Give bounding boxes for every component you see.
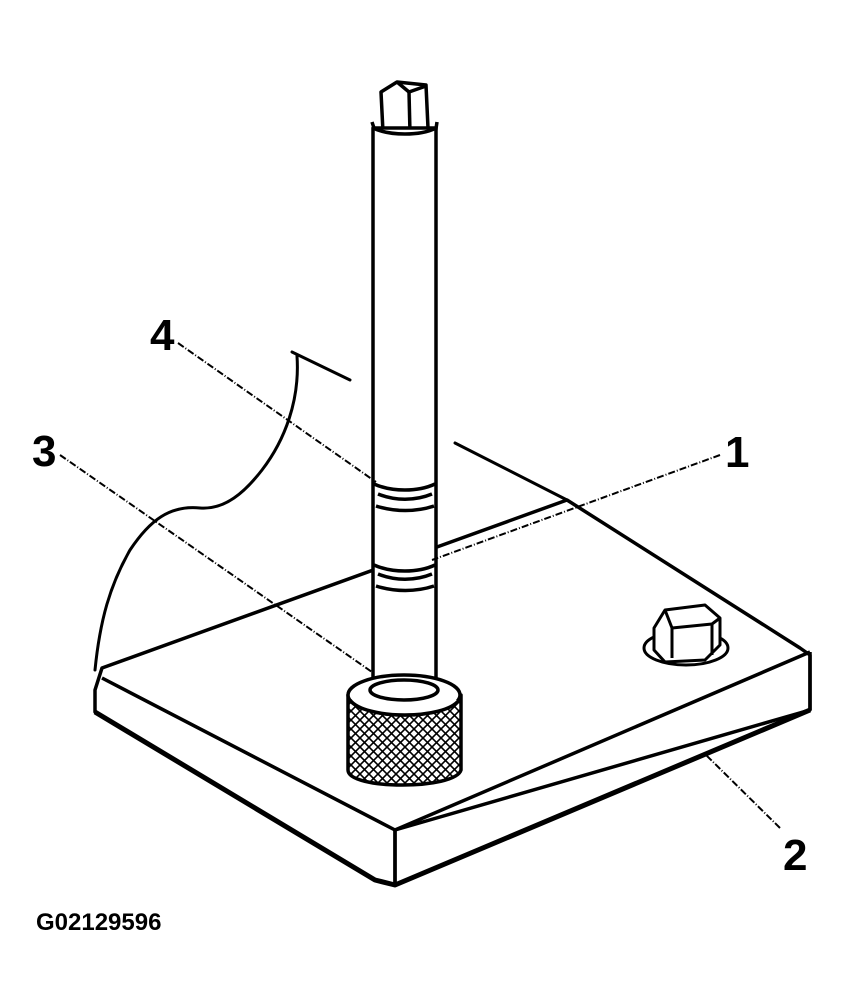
- leader-line-4: [177, 342, 377, 483]
- callout-label-3: 3: [32, 427, 56, 476]
- leader-lines: [59, 342, 781, 829]
- figure-id: G02129596: [36, 909, 161, 936]
- leader-line-3: [59, 454, 373, 673]
- callout-label-2: 2: [783, 831, 807, 880]
- callout-label-4: 4: [150, 311, 175, 360]
- leader-line-2: [705, 754, 781, 829]
- hex-bolt: [642, 603, 730, 667]
- engine-block-outline: [93, 350, 569, 672]
- leader-line-1: [431, 454, 721, 561]
- knurled-knob: [346, 673, 463, 787]
- timing-pin-shaft: [370, 80, 439, 712]
- callout-label-1: 1: [725, 428, 749, 477]
